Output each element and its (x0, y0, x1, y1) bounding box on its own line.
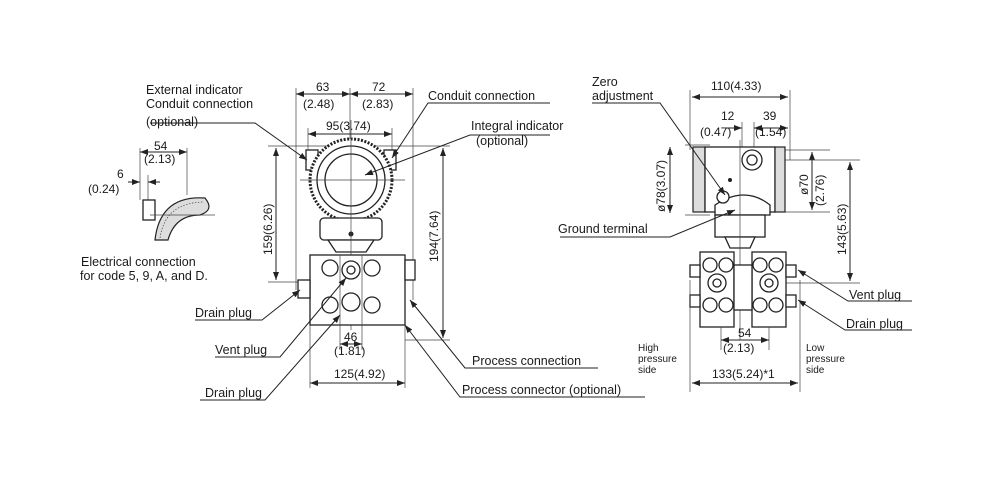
label-integral-optional: (optional) (476, 134, 528, 148)
label-process-connector: Process connector (optional) (462, 383, 621, 397)
label-electrical-connection: Electrical connection (81, 255, 196, 269)
dim-63-in: (2.48) (303, 97, 334, 111)
label-process-connection: Process connection (472, 354, 581, 368)
label-external-conduit: Conduit connection (146, 97, 253, 111)
dim-72-in: (2.83) (362, 97, 393, 111)
label-high-side: side (638, 365, 657, 376)
dim-78: ø78(3.07) (654, 160, 668, 212)
label-high-pressure: pressure (638, 354, 677, 365)
dim-133: 133(5.24)*1 (712, 367, 775, 381)
dim-39: 39 (763, 109, 777, 123)
label-external-indicator: External indicator (146, 83, 243, 97)
dim-70-in: (2.76) (813, 175, 827, 206)
label-high: High (638, 343, 659, 354)
label-electrical-codes: for code 5, 9, A, and D. (80, 269, 208, 283)
dim-143: 143(5.63) (835, 204, 849, 255)
label-low-pressure: pressure (806, 354, 845, 365)
dim-12: 12 (721, 109, 735, 123)
electrical-connection-detail (128, 148, 215, 241)
dim-63: 63 (316, 80, 330, 94)
label-ground-terminal: Ground terminal (558, 222, 648, 236)
dim-6: 6 (117, 167, 124, 181)
label-conduit-connection: Conduit connection (428, 89, 535, 103)
label-external-optional: (optional) (146, 115, 198, 129)
dim-46-in: (1.81) (334, 344, 365, 358)
label-low: Low (806, 343, 825, 354)
dim-54-right-in: (2.13) (723, 341, 754, 355)
dim-6-in: (0.24) (88, 182, 119, 196)
dim-70: ø70 (797, 174, 811, 195)
label-zero: Zero (592, 75, 618, 89)
front-view-labels: External indicator Conduit connection (o… (80, 80, 621, 400)
dim-95: 95(3.74) (326, 119, 371, 133)
dim-194: 194(7.64) (427, 211, 441, 262)
dim-46: 46 (344, 330, 358, 344)
label-drain-plug-right: Drain plug (846, 317, 903, 331)
dim-110: 110(4.33) (711, 79, 761, 93)
label-drain-plug-lower: Drain plug (205, 386, 262, 400)
label-integral-indicator: Integral indicator (471, 119, 563, 133)
label-drain-plug-upper: Drain plug (195, 306, 252, 320)
dim-54: 54 (154, 139, 168, 153)
dim-125: 125(4.92) (334, 367, 385, 381)
dim-72: 72 (372, 80, 386, 94)
dim-12-in: (0.47) (700, 125, 731, 139)
label-adjustment: adjustment (592, 89, 654, 103)
dim-54-right: 54 (738, 326, 752, 340)
front-view (150, 88, 645, 401)
side-view (560, 90, 912, 392)
dim-159: 159(6.26) (261, 204, 275, 255)
side-view-labels: Zero adjustment 110(4.33) 12 (0.47) 39 (… (558, 75, 903, 381)
label-vent-plug-right: Vent plug (849, 288, 901, 302)
label-vent-plug-left: Vent plug (215, 343, 267, 357)
dim-54-in: (2.13) (144, 152, 175, 166)
label-low-side: side (806, 365, 825, 376)
dim-39-in: (1.54) (755, 125, 786, 139)
